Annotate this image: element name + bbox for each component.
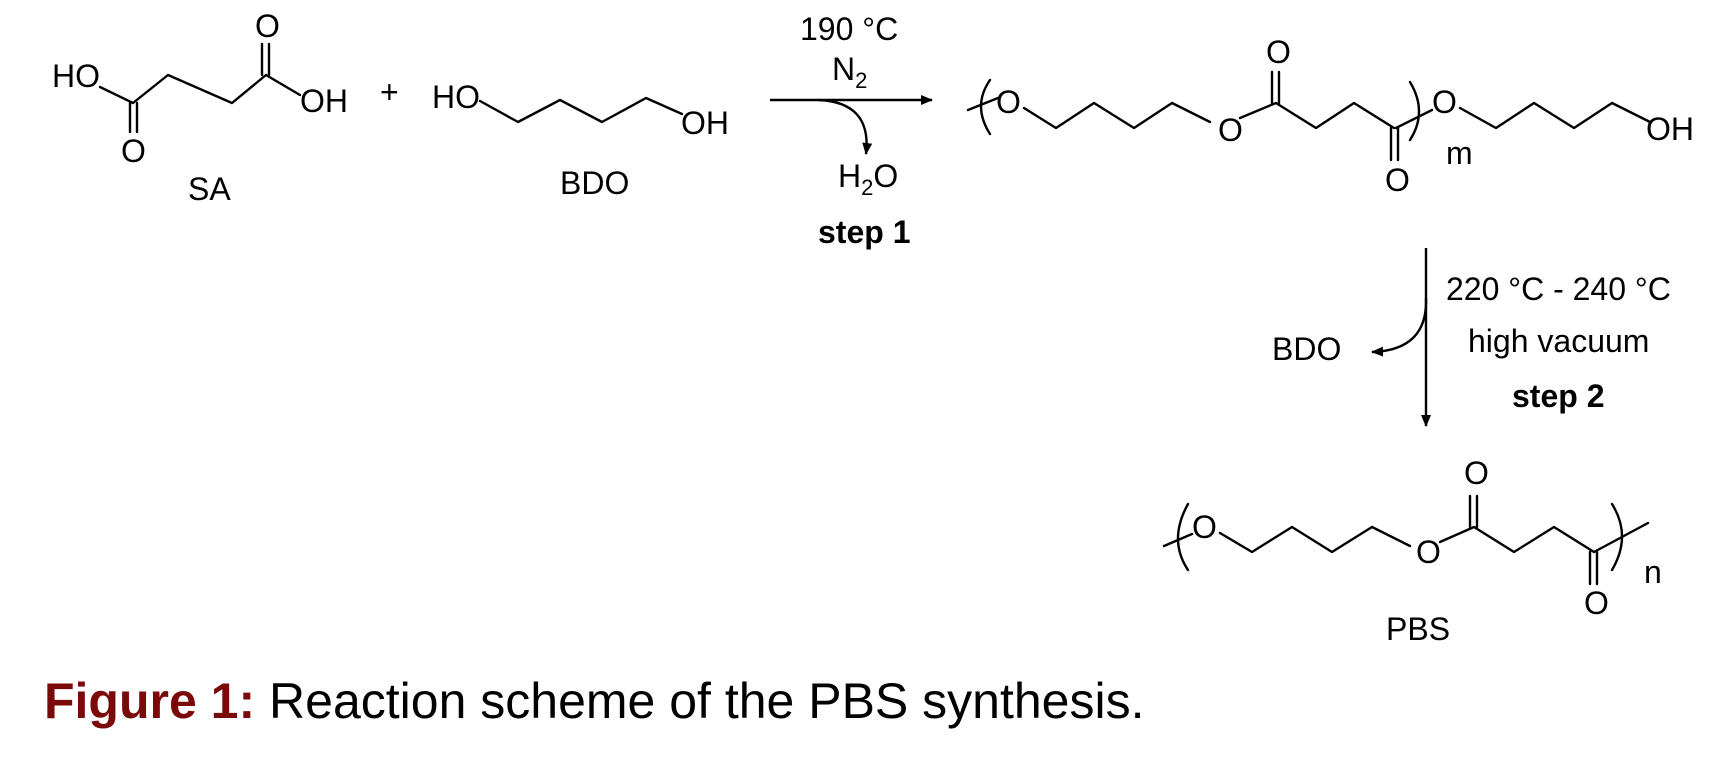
step1-temperature: 190 °C (800, 11, 898, 47)
pbs-chain-bond-b (1438, 525, 1596, 554)
butanediol-structure: HO OH BDO (432, 79, 729, 201)
oligomer-link-bond (1394, 108, 1434, 130)
sa-ho-label: HO (52, 58, 100, 94)
oligomer-intermediate-structure: O O O O m O OH (966, 34, 1694, 198)
sa-oh-label: OH (300, 83, 348, 119)
step1-arrow-group: 190 °C N2 H2O step 1 (770, 11, 933, 250)
pbs-carbonyl-o1: O (1464, 455, 1489, 491)
step1-atmosphere: N2 (832, 51, 867, 93)
oligomer-chain-bond-b (1238, 101, 1396, 130)
bdo-oh-label: OH (681, 105, 729, 141)
oligomer-chain-bond-a (1022, 101, 1212, 130)
step2-temperature: 220 °C - 240 °C (1446, 271, 1671, 307)
oligomer-end-bond (966, 96, 1000, 112)
figure-caption-text: Reaction scheme of the PBS synthesis. (255, 673, 1145, 729)
oligomer-oh-label: OH (1646, 111, 1694, 147)
plus-sign: + (380, 74, 399, 110)
step1-title: step 1 (818, 214, 910, 250)
pbs-repeat-n: n (1644, 554, 1662, 590)
oligomer-left-bracket (979, 78, 992, 136)
oligomer-o1: O (996, 84, 1021, 120)
pbs-ester-o: O (1416, 534, 1441, 570)
oligomer-repeat-m: m (1446, 135, 1473, 171)
bdo-name-label: BDO (560, 165, 629, 201)
sa-skeleton-bond (98, 73, 302, 105)
pbs-name-label: PBS (1386, 611, 1450, 647)
succinic-acid-structure: HO O O OH SA (52, 8, 348, 207)
oligomer-tail-bond (1458, 101, 1652, 130)
step2-pressure: high vacuum (1468, 323, 1649, 359)
step2-arrow-group: BDO 220 °C - 240 °C high vacuum step 2 (1272, 248, 1671, 427)
step2-bdo-label: BDO (1272, 331, 1341, 367)
sa-carbonyl-o-left: O (121, 133, 146, 169)
sa-name-label: SA (188, 171, 231, 207)
oligomer-o3: O (1432, 84, 1457, 120)
figure-caption: Figure 1: Reaction scheme of the PBS syn… (44, 672, 1144, 730)
pbs-polymer-structure: O O O O n PBS (1162, 455, 1662, 647)
bdo-ho-label: HO (432, 79, 480, 115)
pbs-chain-bond-a (1218, 525, 1412, 554)
oligomer-carbonyl-o1: O (1266, 34, 1291, 70)
step1-byproduct-arrow (817, 98, 873, 155)
oligomer-right-bracket (1408, 80, 1421, 142)
pbs-carbonyl-o2: O (1584, 585, 1609, 621)
oligomer-carbonyl-o2: O (1385, 162, 1410, 198)
oligomer-ester-o: O (1218, 112, 1243, 148)
sa-carbonyl-o-right: O (255, 8, 280, 44)
bdo-skeleton-bond (478, 96, 684, 124)
step2-byproduct-arrow (1371, 297, 1428, 357)
pbs-left-bracket (1176, 502, 1190, 572)
step1-water-label: H2O (838, 158, 898, 200)
figure-label: Figure 1: (44, 673, 256, 729)
pbs-o1: O (1192, 509, 1217, 545)
pbs-end-bond-right (1592, 521, 1650, 554)
step2-title: step 2 (1512, 378, 1604, 414)
